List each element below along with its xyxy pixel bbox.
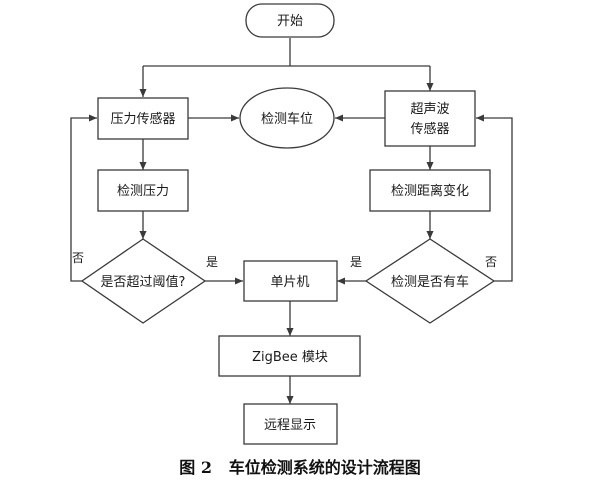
mcu-label: 单片机 — [270, 275, 309, 290]
start-node: 开始 — [245, 3, 335, 38]
ultrasonic-label-line1: 超声波 — [410, 102, 449, 117]
pressure-sensor-label: 压力传感器 — [110, 111, 175, 127]
detect-space-node: 检测车位 — [239, 87, 335, 149]
car-yes-label: 是 — [350, 255, 362, 269]
zigbee-label: ZigBee 模块 — [252, 350, 328, 365]
pressure-sensor-node: 压力传感器 — [97, 97, 189, 140]
car-decision-label: 检测是否有车 — [391, 274, 469, 290]
loop-car-no — [476, 114, 513, 282]
loop-threshold-no — [70, 114, 97, 282]
detect-pressure-label: 检测压力 — [117, 184, 169, 199]
remote-display-node: 远程显示 — [243, 403, 338, 445]
car-no-label: 否 — [485, 255, 497, 269]
connectors — [70, 38, 513, 404]
mcu-node: 单片机 — [243, 260, 338, 302]
figure-caption: 图 2 车位检测系统的设计流程图 — [179, 458, 420, 477]
detect-distance-node: 检测距离变化 — [369, 169, 491, 212]
ultrasonic-sensor-node: 超声波 传感器 — [384, 90, 476, 147]
zigbee-node: ZigBee 模块 — [218, 335, 361, 377]
start-label: 开始 — [277, 14, 303, 29]
detect-distance-label: 检测距离变化 — [391, 183, 469, 199]
threshold-yes-label: 是 — [206, 255, 218, 269]
car-decision-node: 检测是否有车 — [364, 238, 496, 324]
ultrasonic-label-line2: 传感器 — [410, 121, 449, 137]
remote-display-label: 远程显示 — [264, 418, 316, 433]
threshold-no-label: 否 — [72, 251, 84, 265]
threshold-decision-node: 是否超过阈值? — [80, 238, 207, 324]
detect-pressure-node: 检测压力 — [97, 169, 189, 212]
detect-space-label: 检测车位 — [261, 111, 313, 127]
threshold-decision-label: 是否超过阈值? — [101, 274, 186, 290]
